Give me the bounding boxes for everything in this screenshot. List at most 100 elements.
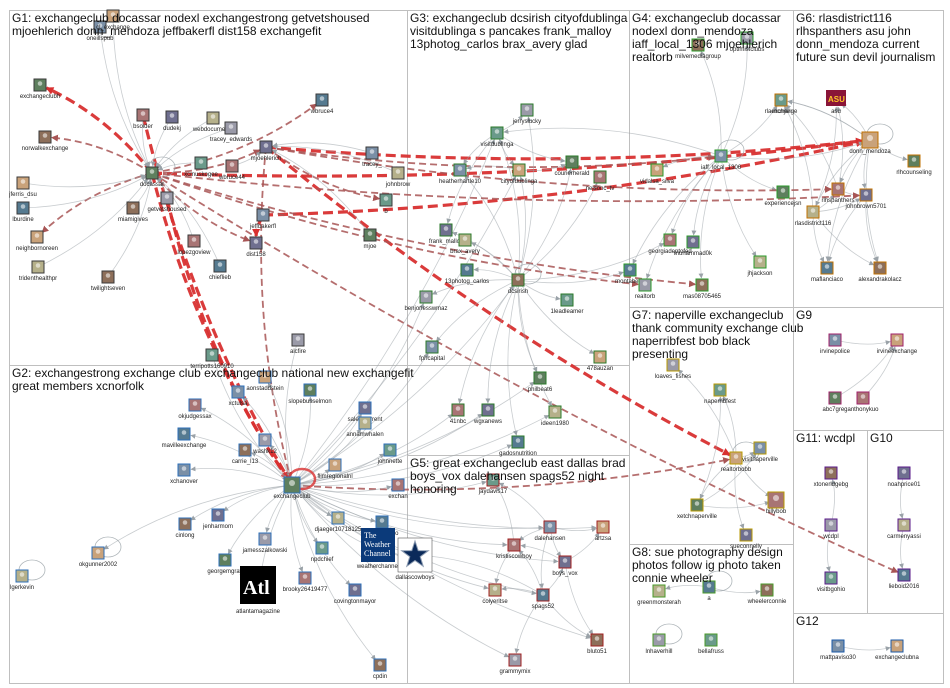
node-vidalsa_silva[interactable]: vidalsa_silva	[640, 163, 675, 185]
node-twilightseven[interactable]: twilightseven	[91, 270, 125, 292]
node-courierherald[interactable]: courierherald	[554, 155, 590, 177]
node-abc7greg[interactable]: abc7greg	[822, 391, 848, 413]
node-oneillspub[interactable]: oneillspub	[86, 20, 114, 42]
node-exchan[interactable]: exchan	[388, 478, 408, 500]
node-carrie_l13[interactable]: carrie_l13	[232, 443, 259, 465]
node-jhjackson[interactable]: jhjackson	[746, 255, 773, 277]
node-rlasdistrict116[interactable]: rlasdistrict116	[795, 205, 832, 227]
node-visitdublinga[interactable]: visitdublinga	[480, 126, 514, 148]
node-okgunner2002[interactable]: okgunner2002	[79, 546, 118, 568]
node-loaves_fishes[interactable]: loaves_fishes	[655, 358, 691, 380]
node-alexandrakolacz[interactable]: alexandrakolacz	[858, 261, 902, 283]
node-rlhcounseling[interactable]: rlhcounseling	[896, 154, 932, 176]
node-johnnette[interactable]: johnnette	[377, 443, 403, 465]
node-irvinepolice[interactable]: irvinepolice	[820, 333, 851, 355]
node-terripotts160910[interactable]: terripotts160910	[190, 348, 234, 370]
node-boys_vox[interactable]: boys_vox	[552, 555, 578, 577]
node-okjudgessax[interactable]: okjudgessax	[178, 398, 212, 420]
node-exchangeclub[interactable]: exchangeclub	[273, 476, 311, 500]
node-lopezgoview[interactable]: lopezgoview	[177, 234, 211, 256]
node-lnhaverhill[interactable]: lnhaverhill	[645, 633, 673, 655]
node-jamesszalkowski[interactable]: jamesszalkowski	[242, 532, 288, 554]
node-exchangeclubna[interactable]: exchangeclubna	[875, 639, 920, 661]
node-iaff_local_1306[interactable]: iaff_local_1306	[701, 149, 742, 171]
node-xctulsa[interactable]: xctulsa	[229, 385, 248, 407]
node-grammymix[interactable]: grammymix	[500, 653, 531, 675]
node-mavilleexchange[interactable]: mavilleexchange	[162, 427, 207, 449]
node-djaeger10718125[interactable]: djaeger10718125	[315, 511, 362, 533]
node-johnbrown5701[interactable]: johnbrown5701	[844, 188, 887, 210]
node-miamigives[interactable]: miamigives	[118, 201, 148, 223]
node-neighbornoreen[interactable]: neighbornoreen	[16, 230, 58, 252]
node-jferris_dsu[interactable]: jferris_dsu	[8, 176, 37, 198]
node-a[interactable]: a	[702, 580, 716, 602]
node-optimistclubs[interactable]: optimistclubs	[730, 31, 765, 53]
node-greenmonsterah[interactable]: greenmonsterah	[637, 584, 681, 606]
node-anthonykuo[interactable]: anthonykuo	[847, 391, 879, 413]
node-naperribfest[interactable]: naperribfest	[704, 383, 736, 405]
node-artzsa[interactable]: artzsa	[595, 520, 612, 542]
node-mjoe[interactable]: mjoe	[363, 228, 377, 250]
node-tracey_edwards[interactable]: tracey_edwards	[210, 121, 252, 143]
node-mattpaviso30[interactable]: mattpaviso30	[820, 639, 857, 661]
node-muhammad0k[interactable]: muhammad0k	[674, 235, 713, 257]
node-dalehansen[interactable]: dalehansen	[534, 520, 566, 542]
node-experiencejsn[interactable]: experiencejsn	[764, 185, 802, 207]
node-realtorbobb[interactable]: realtorbobb	[721, 451, 752, 473]
node-jerryslucky[interactable]: jerryslucky	[512, 103, 541, 125]
node-xcmuskogee[interactable]: xcmuskogee	[184, 156, 219, 178]
node-rlaexchange[interactable]: rlaexchange	[765, 93, 798, 115]
node-benjonesswmaz[interactable]: benjonesswmaz	[404, 290, 448, 312]
node-slopebusselmon[interactable]: slopebusselmon	[288, 383, 332, 405]
node-cpdin[interactable]: cpdin	[373, 658, 387, 680]
node-cl_exchange[interactable]: cl_exchange	[96, 9, 131, 31]
node-gadosnutrition[interactable]: gadosnutrition	[499, 435, 537, 457]
node-cityofdublinga[interactable]: cityofdublinga	[501, 163, 538, 185]
node-annamwhalen[interactable]: annamwhalen	[346, 416, 384, 438]
node-colyeritse[interactable]: colyeritse	[482, 583, 508, 605]
node-sueconnelly[interactable]: sueconnelly	[730, 528, 762, 550]
node-xetchnaperville[interactable]: xetchnaperville	[677, 498, 718, 520]
node-norwalkexchange[interactable]: norwalkexchange	[22, 130, 69, 152]
node-getvetshoused[interactable]: getvetshoused	[147, 191, 187, 213]
node-wgxanews[interactable]: wgxanews	[473, 403, 502, 425]
node-brax_avery[interactable]: brax_avery	[450, 233, 480, 255]
node-41nbc[interactable]: 41nbc	[450, 403, 466, 425]
node-brooky26419477[interactable]: brooky26419477	[283, 571, 328, 593]
node-philbeat6[interactable]: philbeat6	[528, 371, 553, 393]
node-fphcapital[interactable]: fphcapital	[419, 340, 445, 362]
node-johnbrow[interactable]: johnbrow	[385, 166, 411, 188]
node-frank_malloy[interactable]: frank_malloy	[429, 223, 463, 245]
node-carmenyassi[interactable]: carmenyassi	[887, 518, 921, 540]
node-jeffbakerfl[interactable]: jeffbakerfl	[249, 208, 276, 230]
node-b[interactable]: b	[379, 193, 393, 215]
node-lieboid2016[interactable]: lieboid2016	[889, 568, 920, 590]
node-realtorb[interactable]: realtorb	[635, 278, 656, 300]
node-rlhspanthers[interactable]: rlhspanthers	[821, 182, 855, 204]
node-dallascowboys[interactable]: dallascowboys	[395, 537, 435, 581]
node-spags52[interactable]: spags52	[532, 588, 555, 610]
node-jaydavis17[interactable]: jaydavis17	[478, 473, 508, 495]
node-mas08705465[interactable]: mas08705465	[683, 278, 722, 300]
node-webdocuments[interactable]: webdocuments	[192, 111, 233, 133]
node-maflanciaco[interactable]: maflanciaco	[811, 261, 844, 283]
node-milvemediagroup[interactable]: milvemediagroup	[675, 38, 722, 60]
node-dcsirish[interactable]: dcsirish	[508, 273, 528, 295]
node-noahprice01[interactable]: noahprice01	[887, 466, 921, 488]
node-billybob[interactable]: billybob	[766, 491, 787, 515]
node-donn_mendoza[interactable]: donn_mendoza	[849, 131, 891, 155]
node-wbruce4[interactable]: wbruce4	[310, 93, 334, 115]
node-georgiadeptofed[interactable]: georgiadeptofed	[648, 233, 692, 255]
node-visitnaperville[interactable]: visitnaperville	[742, 441, 779, 463]
node-visitbgohio[interactable]: visitbgohio	[817, 571, 846, 593]
node-bellafruss[interactable]: bellafruss	[698, 633, 724, 655]
node-dist158[interactable]: dist158	[246, 236, 266, 258]
node-mjoehlerich[interactable]: mjoehlerich	[251, 140, 282, 162]
node-478auzan[interactable]: 478auzan	[587, 350, 613, 372]
node-covingtonmayor[interactable]: covingtonmayor	[334, 583, 376, 605]
node-irvineexchange[interactable]: irvineexchange	[877, 333, 918, 355]
node-cinlong[interactable]: cinlong	[175, 517, 195, 539]
